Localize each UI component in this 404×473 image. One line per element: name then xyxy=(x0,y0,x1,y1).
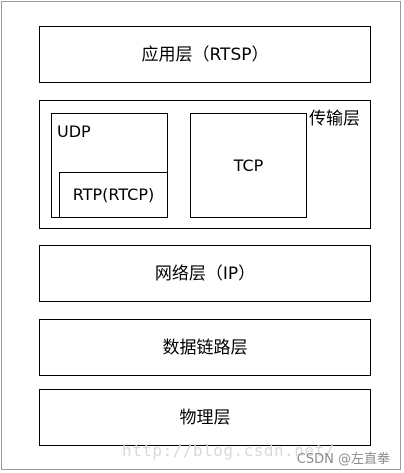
network-layer-label: 网络层（IP） xyxy=(154,263,256,284)
tcp-box: TCP xyxy=(190,113,307,218)
watermark-url: http://blog.csdn.net/ xyxy=(122,441,335,460)
application-layer-box: 应用层（RTSP） xyxy=(39,26,371,83)
udp-box: UDP RTP(RTCP) xyxy=(51,113,168,218)
watermark-csdn: CSDN @左直拳 xyxy=(296,452,390,467)
datalink-layer-label: 数据链路层 xyxy=(162,337,248,358)
transport-layer-box: 传输层 UDP RTP(RTCP) TCP xyxy=(39,100,371,229)
application-layer-label: 应用层（RTSP） xyxy=(141,44,269,65)
datalink-layer-box: 数据链路层 xyxy=(39,319,371,376)
physical-layer-box: 物理层 xyxy=(39,389,371,446)
tcp-label: TCP xyxy=(233,155,264,175)
rtp-label: RTP(RTCP) xyxy=(72,185,155,204)
rtp-box: RTP(RTCP) xyxy=(59,172,168,218)
transport-layer-label: 传输层 xyxy=(309,109,360,129)
network-layer-box: 网络层（IP） xyxy=(39,245,371,302)
udp-label: UDP xyxy=(57,122,91,141)
physical-layer-label: 物理层 xyxy=(179,407,231,428)
